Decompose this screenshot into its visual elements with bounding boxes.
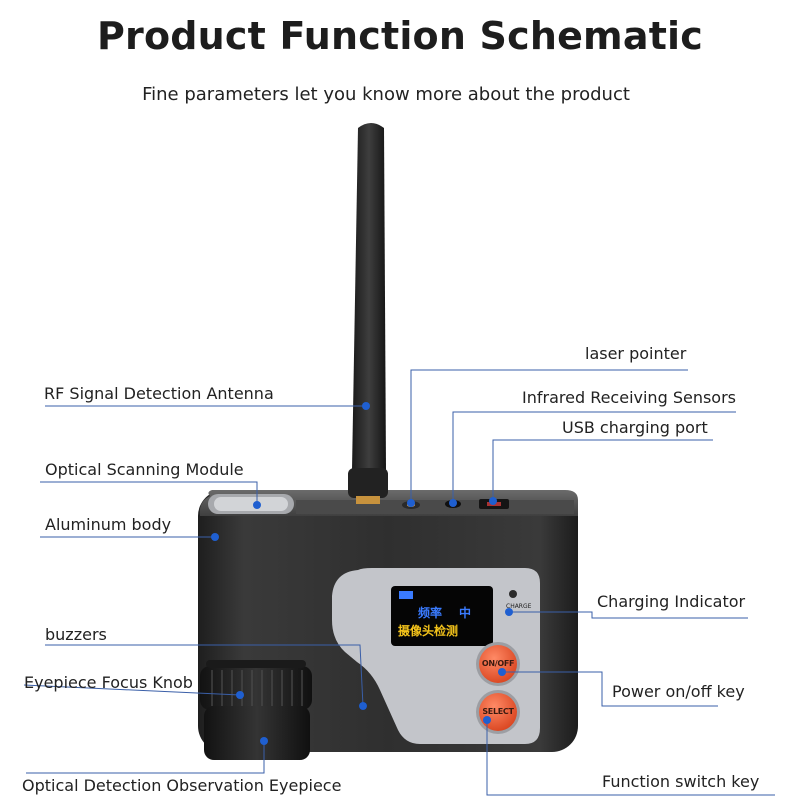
label-power-key: Power on/off key xyxy=(612,682,745,701)
label-charging-indicator: Charging Indicator xyxy=(597,592,746,611)
screen-text-level: 中 xyxy=(459,606,472,620)
charge-text: CHARGE xyxy=(506,603,532,610)
page-title: Product Function Schematic xyxy=(96,14,704,58)
screen-text-mode: 摄像头检测 xyxy=(398,624,459,638)
select-button: SELECT xyxy=(482,707,514,716)
observation-eyepiece xyxy=(204,660,310,760)
label-function-key: Function switch key xyxy=(602,772,760,791)
label-infrared-sensors: Infrared Receiving Sensors xyxy=(522,388,736,407)
label-observation-eyepiece: Optical Detection Observation Eyepiece xyxy=(22,776,342,795)
screen-text-frequency: 频率 xyxy=(418,606,443,620)
rf-antenna xyxy=(348,123,388,504)
onoff-button-shape xyxy=(476,642,520,686)
charge-led xyxy=(509,590,517,598)
label-usb-port: USB charging port xyxy=(562,418,708,437)
oled-screen xyxy=(391,586,493,646)
onoff-button: ON/OFF xyxy=(481,659,515,668)
eyepiece-focus-knob xyxy=(200,666,312,710)
optical-scanning-window xyxy=(208,494,294,514)
label-rf-antenna: RF Signal Detection Antenna xyxy=(44,384,274,403)
page-subtitle: Fine parameters let you know more about … xyxy=(142,84,630,105)
label-aluminum-body: Aluminum body xyxy=(45,515,172,534)
leader-lines xyxy=(23,369,775,796)
label-buzzers: buzzers xyxy=(45,625,107,644)
anchor-dots xyxy=(211,402,513,745)
label-eyepiece-focus: Eyepiece Focus Knob xyxy=(24,673,193,692)
label-optical-scanning: Optical Scanning Module xyxy=(45,460,244,479)
label-laser-pointer: laser pointer xyxy=(585,344,687,363)
